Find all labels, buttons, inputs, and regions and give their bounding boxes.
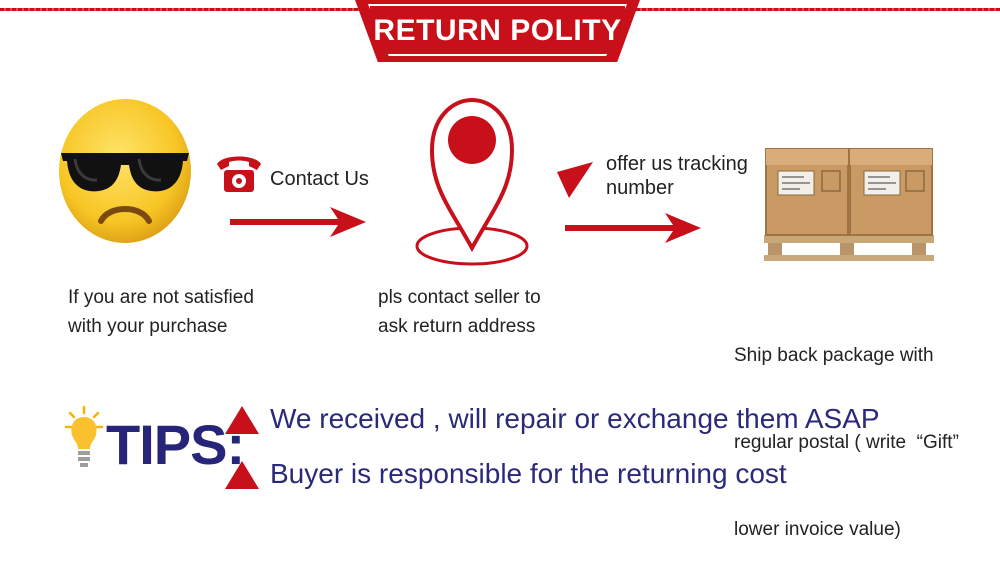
step1-line2: with your purchase (68, 316, 228, 337)
tips-title: TIPS: (106, 413, 245, 476)
tracking-label-line2: number (606, 177, 674, 199)
warning-triangle-icon (224, 460, 260, 490)
arrow-right-1 (230, 205, 370, 239)
page-title: RETURN POLITY (373, 14, 622, 47)
warning-triangle-icon (224, 405, 260, 435)
step1-description: If you are not satisfied with your purch… (68, 283, 254, 341)
step3-line2: regular postal ( write “Gift” (734, 432, 959, 453)
step2-line2: ask return address (378, 316, 536, 337)
header-banner (355, 0, 640, 62)
tip-item-1: We received , will repair or exchange th… (270, 403, 880, 434)
step2-line1: pls contact seller to (378, 287, 541, 308)
package-boxes-icon (760, 143, 936, 265)
contact-us-label: Contact Us (270, 168, 369, 190)
tip-item-2: Buyer is responsible for the returning c… (270, 458, 787, 489)
arrow-left-head (555, 162, 595, 200)
step2-description: pls contact seller to ask return address (378, 283, 541, 341)
phone-icon (215, 152, 263, 194)
tracking-label-line1: offer us tracking (606, 153, 748, 175)
step3-description: Ship back package with regular postal ( … (734, 283, 959, 573)
lightbulb-icon (64, 405, 104, 475)
arrow-right-2 (565, 211, 705, 245)
location-pin-icon (410, 88, 535, 270)
step1-line1: If you are not satisfied (68, 287, 254, 308)
step3-line3: lower invoice value) (734, 519, 901, 540)
tracking-label: offer us tracking number (606, 152, 748, 200)
step3-line1: Ship back package with (734, 345, 934, 366)
sad-sunglasses-emoji-icon (55, 95, 195, 245)
